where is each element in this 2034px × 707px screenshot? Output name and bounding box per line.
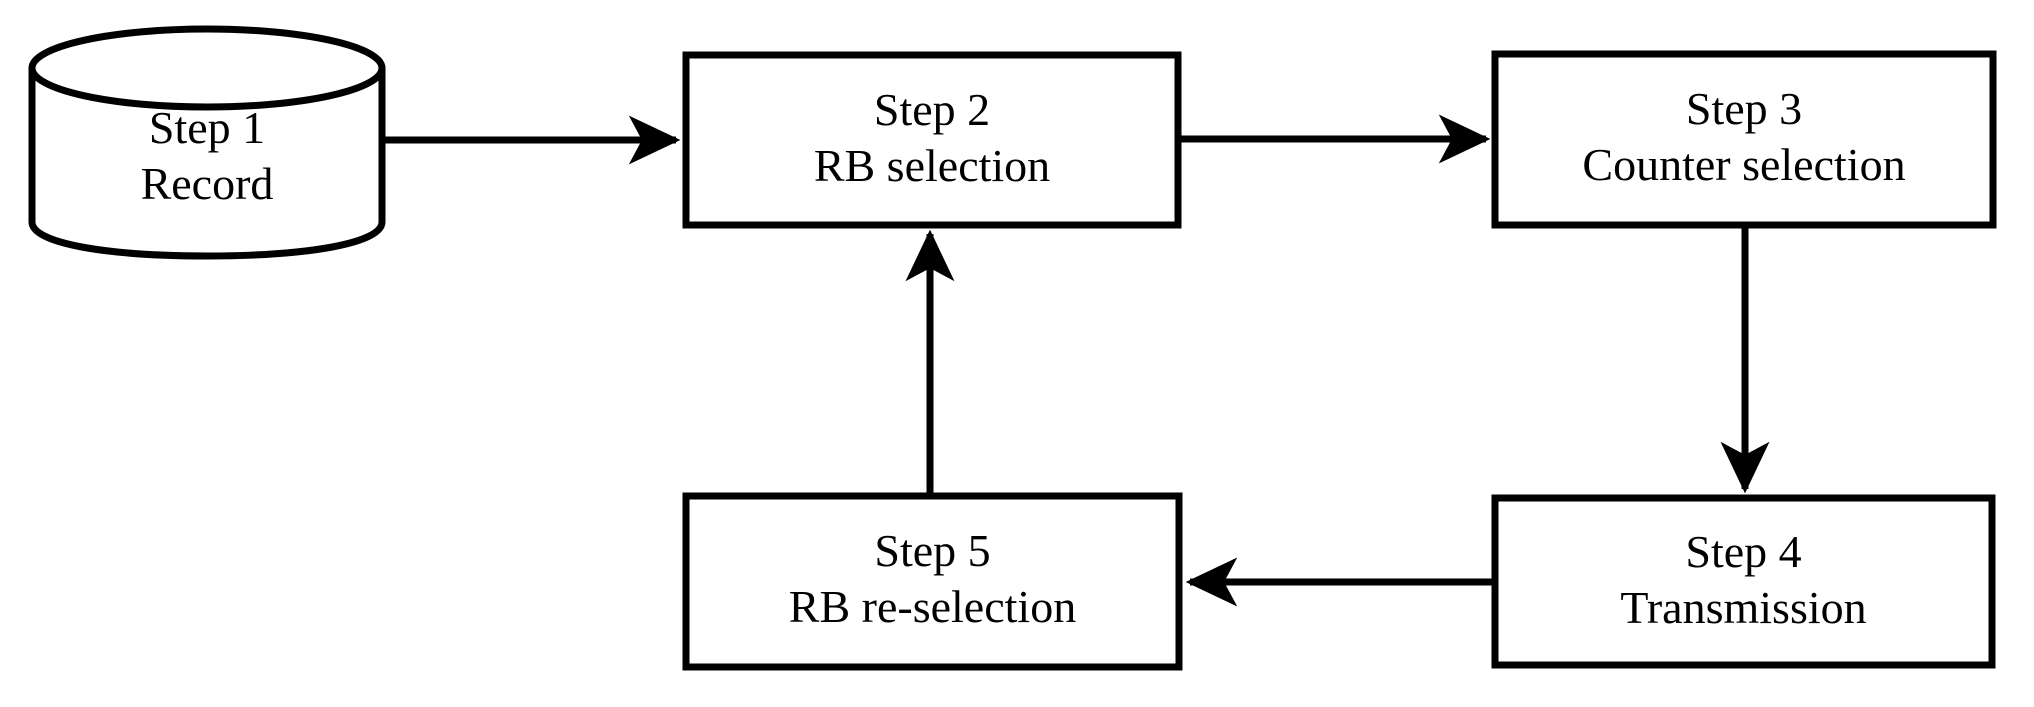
node-step2-shape[interactable] — [682, 51, 1182, 229]
node-step5-shape[interactable] — [682, 492, 1183, 671]
node-step3-shape[interactable] — [1491, 50, 1997, 229]
node-step1-shape[interactable] — [28, 25, 386, 260]
node-step5[interactable] — [683, 493, 1182, 670]
node-step4-shape[interactable] — [1491, 494, 1996, 669]
node-step2[interactable] — [683, 52, 1181, 228]
node-step4[interactable] — [1492, 495, 1995, 668]
node-step1[interactable] — [30, 29, 385, 259]
node-step3[interactable] — [1492, 51, 1996, 228]
